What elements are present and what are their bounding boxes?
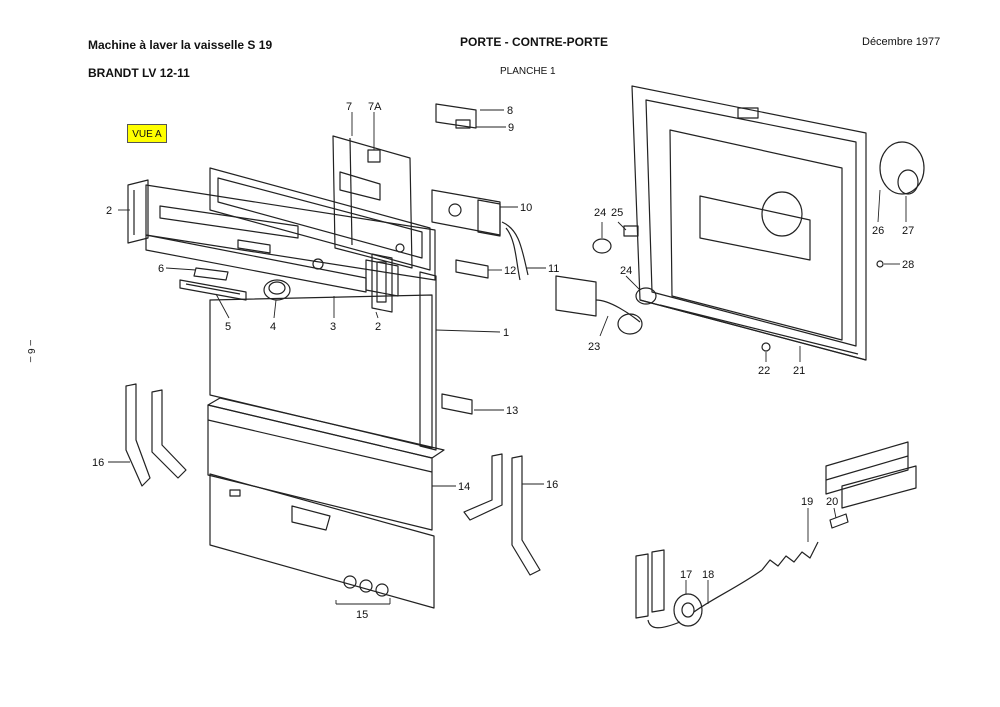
document-date: Décembre 1977 [862, 36, 941, 48]
callout-14: 14 [458, 481, 470, 493]
pulley-wheel [673, 593, 703, 627]
callout-23: 23 [588, 341, 600, 353]
document-title: Machine à laver la vaisselle S 19 [88, 38, 273, 52]
rinse-aid-dispenser [879, 141, 925, 195]
callout-22: 22 [758, 365, 770, 377]
callout-28: 28 [902, 259, 914, 271]
door-seal [639, 299, 867, 361]
door-outer-panel [209, 271, 437, 451]
callout-11: 11 [548, 263, 559, 275]
callout-18: 18 [702, 569, 714, 581]
pin-screws [623, 225, 884, 352]
callout-3: 3 [330, 321, 336, 333]
callout-13: 13 [506, 405, 518, 417]
callout-2-left: 2 [106, 205, 112, 217]
callout-21: 21 [793, 365, 805, 377]
cable [647, 569, 763, 629]
callout-25: 25 [611, 207, 623, 219]
inner-door-frame [209, 167, 431, 271]
support-bracket [332, 135, 413, 269]
callout-15: 15 [356, 609, 368, 621]
hinge-arm-left [125, 383, 187, 487]
view-a-tag: VUE A [127, 124, 167, 143]
micro-switch-assembly [435, 103, 477, 129]
callout-20: 20 [826, 496, 838, 508]
callout-24-top: 24 [594, 207, 606, 219]
end-cap-right [371, 253, 393, 313]
callout-9: 9 [508, 122, 514, 134]
callout-16-left: 16 [92, 457, 104, 469]
callout-8: 8 [507, 105, 513, 117]
inner-door-liner [631, 85, 867, 361]
callout-17: 17 [680, 569, 692, 581]
callout-26: 26 [872, 225, 884, 237]
callout-5: 5 [225, 321, 231, 333]
leader-lines [108, 109, 907, 605]
gasket-ring [592, 238, 657, 305]
callout-19: 19 [801, 496, 813, 508]
callout-7: 7 [346, 101, 352, 113]
callout-labels: 7 7A 8 9 10 11 12 2 2 6 5 4 3 1 13 14 15… [92, 101, 914, 621]
control-panel-fascia [145, 184, 436, 297]
side-panel-bracket [635, 549, 665, 619]
callout-7a: 7A [368, 101, 382, 113]
latch-bracket [441, 393, 473, 415]
handle-insert [193, 267, 229, 281]
lower-hinge-plate [209, 473, 435, 609]
model-name: BRANDT LV 12-11 [88, 66, 190, 80]
callout-27: 27 [902, 225, 914, 237]
detergent-dispenser [555, 275, 643, 335]
callout-12: 12 [504, 265, 516, 277]
counterbalance-rail [825, 441, 917, 509]
hinge-arm-right [463, 453, 541, 576]
end-cap-left [127, 179, 149, 244]
program-knob [263, 279, 291, 301]
callout-16-right: 16 [546, 479, 558, 491]
callout-2-right: 2 [375, 321, 381, 333]
section-title: PORTE - CONTRE-PORTE [460, 35, 609, 49]
timer-unit [431, 189, 501, 237]
handle-bar [179, 279, 247, 301]
base-trim [207, 397, 445, 531]
callout-4: 4 [270, 321, 276, 333]
callout-6: 6 [158, 263, 164, 275]
plate-number: PLANCHE 1 [500, 66, 556, 77]
callout-1: 1 [503, 327, 509, 339]
tension-spring [761, 541, 819, 571]
connector-block [455, 259, 489, 279]
callout-10: 10 [520, 202, 532, 214]
callout-24-bottom: 24 [620, 265, 632, 277]
spring-clip [829, 513, 849, 529]
